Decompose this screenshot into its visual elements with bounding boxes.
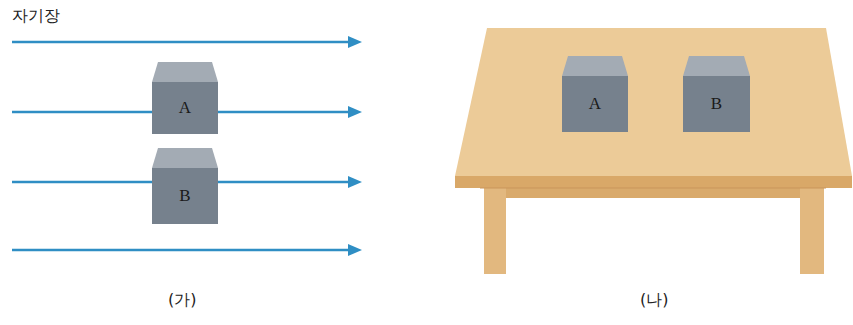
block-top xyxy=(683,56,750,76)
block-front xyxy=(152,168,218,224)
block-label: B xyxy=(152,168,218,224)
table xyxy=(455,28,852,274)
table-leg xyxy=(800,186,824,274)
block-front xyxy=(562,76,628,132)
block-label: A xyxy=(152,82,218,134)
magnet-block: B xyxy=(683,56,750,132)
block-top xyxy=(152,148,218,168)
field-label: 자기장 xyxy=(12,6,60,25)
magnetic-field-lines xyxy=(12,36,362,256)
table-leg xyxy=(484,186,506,274)
block-label: A xyxy=(562,76,628,132)
arrowhead xyxy=(348,106,362,118)
table-edge xyxy=(455,176,852,188)
magnet-block: B xyxy=(152,148,218,224)
panel-caption: (가) xyxy=(168,290,196,309)
field-line xyxy=(12,249,350,252)
magnet-block: A xyxy=(562,56,628,132)
arrowhead xyxy=(348,176,362,188)
block-front xyxy=(683,76,750,132)
block-top xyxy=(152,62,218,82)
arrowhead xyxy=(348,244,362,256)
panel-caption: (나) xyxy=(640,290,668,309)
magnet-block: A xyxy=(152,62,218,134)
arrowhead xyxy=(348,36,362,48)
field-line xyxy=(12,41,350,44)
table-edge-line xyxy=(480,188,826,189)
block-label: B xyxy=(683,76,750,132)
block-top xyxy=(562,56,628,76)
block-front xyxy=(152,82,218,134)
table-top xyxy=(455,28,852,176)
